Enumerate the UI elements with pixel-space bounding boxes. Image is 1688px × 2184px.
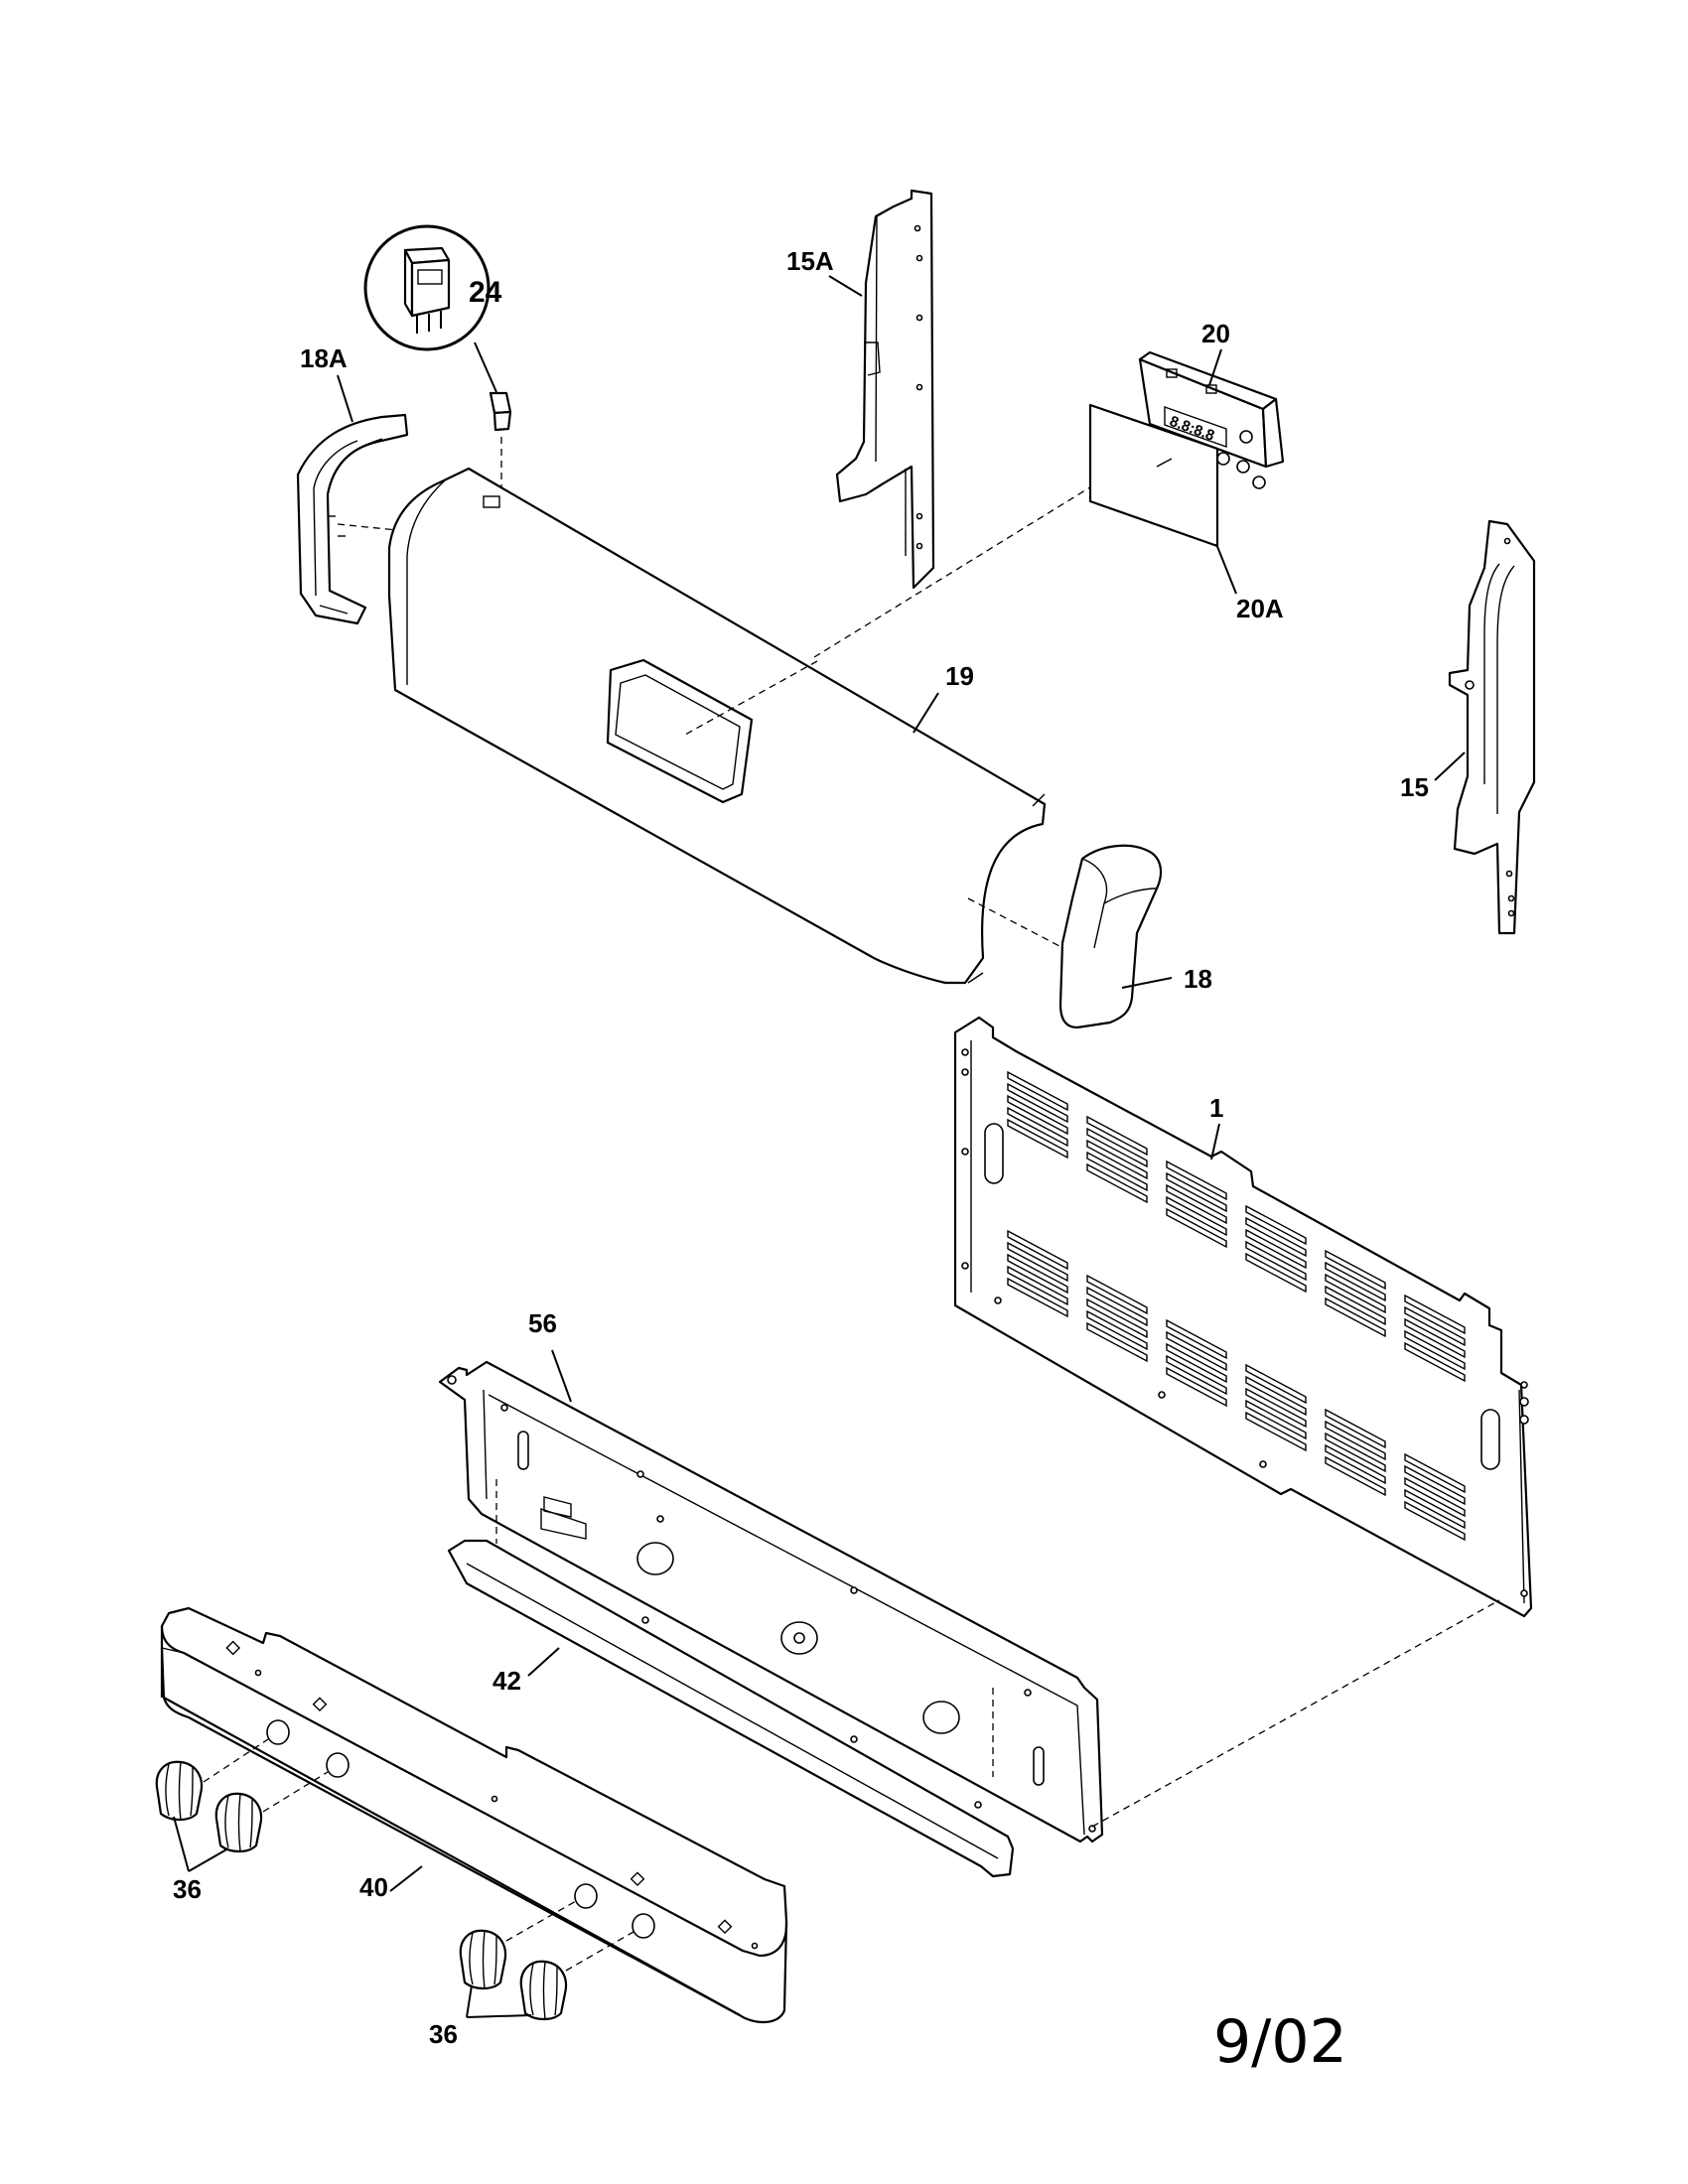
callout-15A: 15A — [786, 246, 834, 276]
louver-slot — [1404, 1464, 1466, 1506]
leader-lines — [173, 275, 1466, 2018]
louver-slot — [1245, 1228, 1307, 1270]
louver-slot — [1086, 1151, 1148, 1192]
louver-slot — [1166, 1354, 1227, 1396]
knob-2 — [214, 1792, 263, 1853]
louver-slot — [1166, 1318, 1227, 1360]
louver-slot — [1166, 1342, 1227, 1384]
louver-slot — [1404, 1294, 1466, 1335]
louver-slot — [1166, 1366, 1227, 1408]
louver-slot — [1404, 1500, 1466, 1542]
part-36-knobs — [155, 1760, 568, 2021]
louver-slot — [1166, 1171, 1227, 1213]
louver-slot — [1404, 1476, 1466, 1518]
louver-slot — [1166, 1207, 1227, 1249]
louver-slot — [1007, 1253, 1068, 1295]
louver-slot — [1007, 1082, 1068, 1124]
knob-1 — [155, 1760, 204, 1822]
part-24-rocker-switch — [363, 224, 512, 508]
louver-slot — [1086, 1274, 1148, 1315]
callout-36-left: 36 — [173, 1874, 202, 1904]
knob-4 — [519, 1960, 568, 2021]
callout-24: 24 — [469, 276, 502, 309]
louver-slot — [1086, 1286, 1148, 1327]
louver-slot — [1007, 1106, 1068, 1148]
louver-slot — [1325, 1297, 1386, 1338]
louver-slot — [1404, 1341, 1466, 1383]
part-40-control-panel — [160, 1606, 788, 2023]
louver-slot — [1325, 1432, 1386, 1473]
louver-slot — [1086, 1321, 1148, 1363]
part-20-electronic-control: 8.8:8.8 — [1138, 350, 1285, 489]
louver-slot — [1086, 1309, 1148, 1351]
callout-19: 19 — [945, 661, 974, 691]
callout-56: 56 — [528, 1308, 557, 1338]
louver-slot — [1245, 1216, 1307, 1258]
louver-slot — [1325, 1249, 1386, 1291]
louver-slot — [1404, 1329, 1466, 1371]
callout-40: 40 — [359, 1872, 388, 1902]
callout-20A: 20A — [1236, 594, 1284, 623]
louver-slot — [1007, 1118, 1068, 1160]
part-18A-left-end-cap — [296, 413, 409, 625]
louver-slot — [1007, 1094, 1068, 1136]
louver-slot — [1166, 1160, 1227, 1201]
louver-slot — [1245, 1399, 1307, 1440]
louver-slot — [1086, 1139, 1148, 1180]
part-42-trim-strip — [447, 1539, 1015, 1878]
louver-slot — [1007, 1241, 1068, 1283]
louver-slot — [1325, 1408, 1386, 1449]
louver-slot — [1007, 1070, 1068, 1112]
part-18-right-end-cap — [1058, 844, 1163, 1029]
louver-slot — [1245, 1363, 1307, 1405]
louver-slot — [1325, 1273, 1386, 1314]
louver-slot — [1404, 1305, 1466, 1347]
louver-slot — [1166, 1195, 1227, 1237]
louver-slot — [1245, 1240, 1307, 1282]
louver-slot — [1166, 1183, 1227, 1225]
louver-slot — [1404, 1317, 1466, 1359]
louver-slot — [1245, 1411, 1307, 1452]
louver-slot — [1166, 1330, 1227, 1372]
callout-20: 20 — [1201, 319, 1230, 348]
louver-slot — [1086, 1162, 1148, 1204]
louver-slot — [1007, 1229, 1068, 1271]
louver-slot — [1245, 1204, 1307, 1246]
callout-42: 42 — [492, 1666, 521, 1696]
louver-slot — [1325, 1455, 1386, 1497]
louver-slot — [1007, 1277, 1068, 1318]
callout-15: 15 — [1400, 772, 1429, 802]
louver-slot — [1086, 1127, 1148, 1168]
louver-slot — [1325, 1420, 1386, 1461]
callout-36-right: 36 — [429, 2019, 458, 2049]
callout-18: 18 — [1184, 964, 1212, 994]
louver-slot — [1245, 1387, 1307, 1429]
part-1-rear-panel — [953, 1016, 1533, 1618]
louver-slot — [1245, 1375, 1307, 1417]
louver-slot — [1007, 1265, 1068, 1306]
louver-slot — [1245, 1252, 1307, 1294]
louver-slot — [1325, 1261, 1386, 1302]
part-19-backguard-panel — [387, 467, 1083, 985]
knob-3 — [459, 1929, 507, 1990]
part-15-right-bracket — [1448, 519, 1536, 935]
louver-slot — [1325, 1443, 1386, 1485]
louver-slot — [1086, 1115, 1148, 1157]
part-56-manifold-panel — [438, 1360, 1500, 1843]
louver-slot — [1404, 1488, 1466, 1530]
callout-1: 1 — [1209, 1093, 1223, 1123]
callout-18A: 18A — [300, 343, 348, 373]
callout-labels: 24 18A 15A 20 20A 19 15 18 1 56 42 36 40… — [173, 246, 1429, 2049]
part-15A-left-bracket — [813, 189, 1141, 658]
louver-slot — [1404, 1452, 1466, 1494]
louver-slot — [1325, 1285, 1386, 1326]
revision-date: 9/02 — [1213, 2007, 1347, 2077]
louver-slot — [1086, 1297, 1148, 1339]
